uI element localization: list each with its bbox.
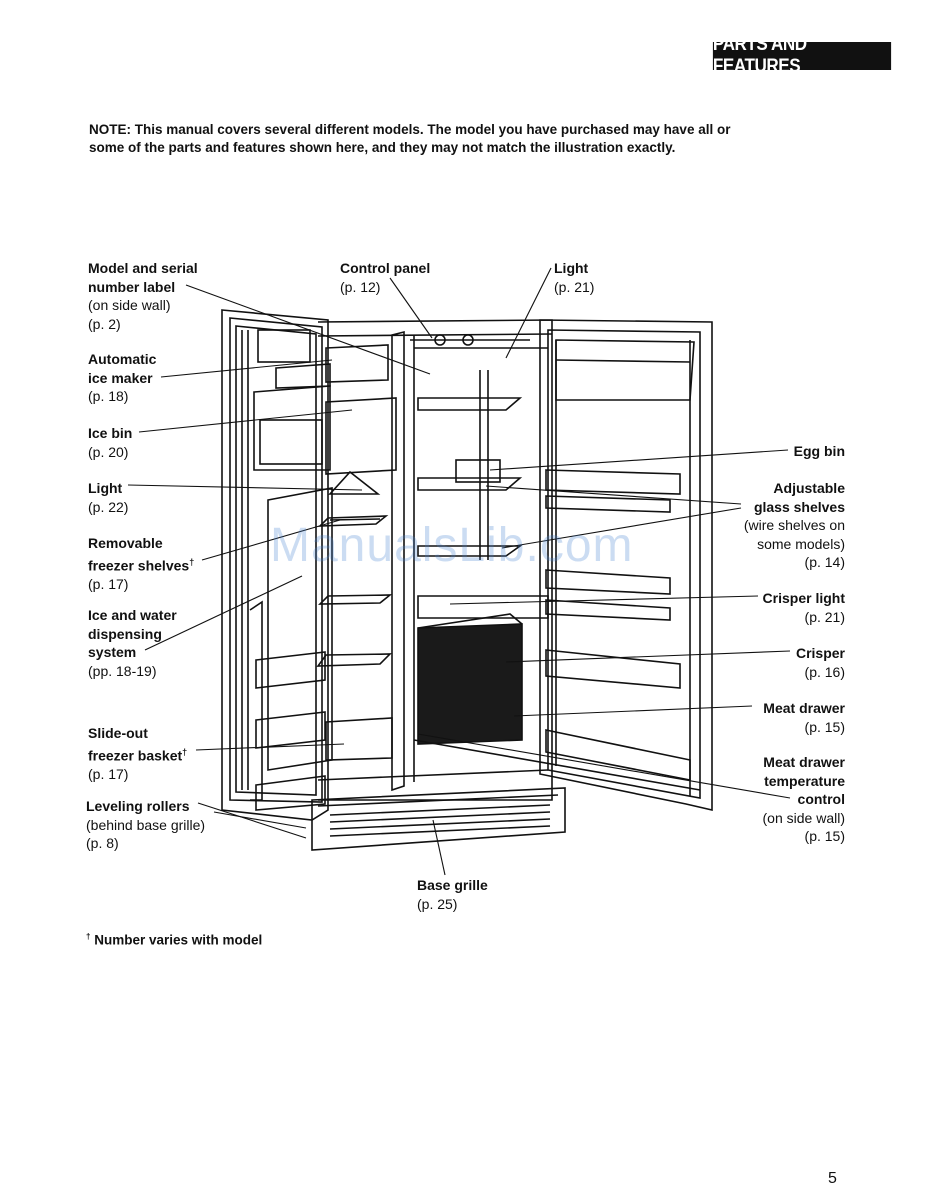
label-ice-maker: Automatic ice maker (p. 18)	[88, 350, 156, 406]
label-leveling-line2: (behind base grille)	[86, 816, 206, 833]
label-base-grille: Base grille (p. 25)	[417, 876, 488, 913]
label-ice-maker-page: (p. 18)	[88, 388, 129, 404]
label-freezer-light-title: Light	[88, 480, 123, 496]
label-light-top: Light (p. 21)	[554, 259, 594, 296]
label-leveling-rollers: Leveling rollers (behind base grille) (p…	[86, 797, 205, 853]
label-dispensing-page: (pp. 18-19)	[88, 662, 157, 679]
label-freezer-basket-page: (p. 17)	[88, 765, 129, 782]
label-ice-bin-page: (p. 20)	[88, 443, 129, 460]
label-glass-shelves-line2: glass shelves	[753, 498, 845, 515]
label-meat-drawer-title: Meat drawer	[763, 700, 845, 716]
label-meat-temp-line4: (on side wall)	[762, 809, 845, 826]
note-text: NOTE: This manual covers several differe…	[89, 121, 829, 157]
label-freezer-shelves-page: (p. 17)	[88, 575, 129, 592]
label-freezer-basket-line2-text: freezer basket	[88, 747, 183, 764]
label-crisper-light: Crisper light (p. 21)	[763, 589, 845, 626]
label-crisper-light-page: (p. 21)	[804, 608, 845, 625]
label-dispensing-line2: dispensing	[88, 625, 162, 642]
cabinet	[267, 319, 701, 801]
label-glass-shelves-line4: some models)	[757, 535, 845, 552]
label-freezer-shelves-line2-text: freezer shelves	[88, 557, 190, 574]
label-light-top-title: Light	[554, 260, 589, 276]
label-meat-temp-page: (p. 15)	[804, 828, 845, 844]
note-line-1: NOTE: This manual covers several differe…	[89, 122, 731, 137]
label-model-serial: Model and serial number label (on side w…	[88, 259, 198, 333]
base-grille	[311, 787, 566, 851]
label-leveling-title: Leveling rollers	[86, 798, 190, 814]
note-line-2: some of the parts and features shown her…	[89, 140, 676, 155]
label-glass-shelves: Adjustable glass shelves (wire shelves o…	[744, 479, 845, 572]
label-model-serial-line1: Model and serial	[88, 260, 198, 276]
label-meat-drawer: Meat drawer (p. 15)	[763, 699, 845, 736]
label-egg-bin-title: Egg bin	[793, 443, 845, 459]
label-ice-bin: Ice bin (p. 20)	[88, 424, 132, 461]
fresh-food-door	[539, 319, 713, 812]
label-model-serial-page: (p. 2)	[88, 315, 121, 332]
label-glass-shelves-line3: (wire shelves on	[743, 517, 845, 533]
label-control-panel-title: Control panel	[340, 260, 431, 276]
label-glass-shelves-page: (p. 14)	[804, 554, 845, 570]
label-crisper-light-title: Crisper light	[762, 590, 845, 606]
label-freezer-basket-line1: Slide-out	[88, 725, 148, 741]
page-number: 5	[828, 1170, 837, 1187]
label-freezer-shelves-line2: freezer shelves†	[88, 553, 194, 575]
label-meat-temp-line3: control	[797, 791, 845, 807]
label-control-panel: Control panel (p. 12)	[340, 259, 430, 296]
label-dispensing-line1: Ice and water	[88, 607, 177, 623]
dagger-mark: †	[189, 556, 195, 567]
leader-lines	[127, 267, 791, 876]
label-crisper: Crisper (p. 16)	[796, 644, 845, 681]
footnote-mark: †	[86, 932, 91, 941]
label-glass-shelves-line1: Adjustable	[773, 480, 845, 496]
label-meat-drawer-page: (p. 15)	[804, 718, 845, 735]
label-freezer-basket: Slide-out freezer basket† (p. 17)	[88, 724, 187, 783]
label-ice-maker-line2: ice maker	[88, 369, 153, 386]
label-model-serial-line2: number label	[88, 278, 176, 295]
footnote: † Number varies with model	[86, 932, 262, 948]
label-meat-temp-control: Meat drawer temperature control (on side…	[763, 753, 845, 846]
label-crisper-title: Crisper	[795, 645, 845, 661]
dagger-mark: †	[182, 746, 188, 757]
watermark: ManualsLib.com	[270, 519, 634, 572]
label-freezer-basket-line2: freezer basket†	[88, 743, 187, 765]
label-crisper-page: (p. 16)	[804, 663, 845, 680]
label-egg-bin: Egg bin	[794, 442, 845, 461]
freezer-door	[221, 309, 331, 821]
label-light-top-page: (p. 21)	[554, 278, 595, 295]
label-model-serial-line3: (on side wall)	[88, 297, 171, 313]
label-dispensing-line3: system	[88, 644, 137, 660]
label-freezer-shelves-line1: Removable	[88, 535, 163, 551]
label-freezer-light: Light (p. 22)	[88, 479, 128, 516]
label-meat-temp-line1: Meat drawer	[763, 754, 845, 770]
label-freezer-light-page: (p. 22)	[88, 498, 129, 515]
label-dispensing-system: Ice and water dispensing system (pp. 18-…	[88, 606, 177, 680]
footnote-text: Number varies with model	[94, 932, 263, 948]
label-freezer-shelves: Removable freezer shelves† (p. 17)	[88, 534, 194, 593]
label-control-panel-page: (p. 12)	[340, 278, 381, 295]
label-ice-bin-title: Ice bin	[88, 425, 133, 441]
label-meat-temp-line2: temperature	[764, 772, 845, 789]
label-leveling-page: (p. 8)	[86, 835, 119, 851]
label-ice-maker-line1: Automatic	[88, 351, 157, 367]
label-base-grille-page: (p. 25)	[417, 895, 458, 912]
label-base-grille-title: Base grille	[417, 877, 488, 893]
